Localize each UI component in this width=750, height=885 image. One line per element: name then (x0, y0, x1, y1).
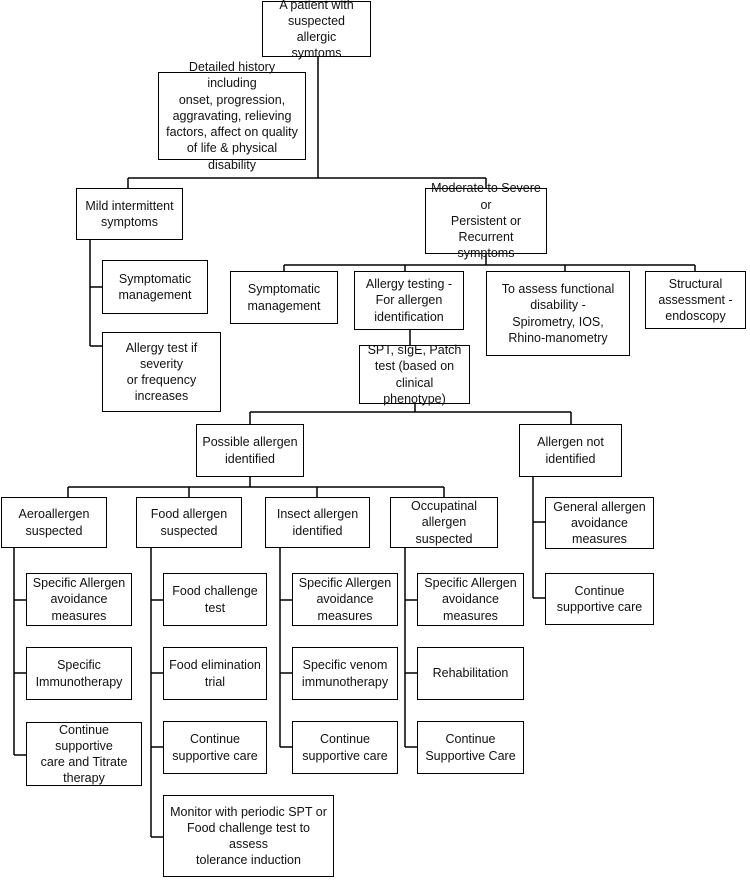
structural-assessment-node: Structural assessment - endoscopy (645, 271, 746, 329)
continue-supportive-care-node: Continue supportive care (545, 573, 654, 625)
aeroallergen-node: Aeroallergen suspected (1, 497, 107, 548)
insect-specific-avoidance-node: Specific Allergen avoidance measures (292, 573, 398, 626)
aero-specific-avoidance-node: Specific Allergen avoidance measures (26, 573, 132, 626)
occ-specific-avoidance-node: Specific Allergen avoidance measures (417, 573, 524, 626)
mild-allergy-test-node: Allergy test if severity or frequency in… (102, 332, 221, 412)
occ-rehabilitation-node: Rehabilitation (417, 647, 524, 700)
food-challenge-node: Food challenge test (163, 573, 267, 626)
possible-allergen-node: Possible allergen identified (196, 424, 304, 477)
allergy-testing-node: Allergy testing - For allergen identific… (354, 271, 464, 330)
symptomatic-management-node: Symptomatic management (230, 271, 338, 324)
occupational-allergen-node: Occupatinal allergen suspected (390, 497, 498, 548)
food-monitor-node: Monitor with periodic SPT or Food challe… (163, 795, 334, 877)
mild-symptoms-node: Mild intermittent symptoms (76, 188, 183, 240)
food-continue-supportive-node: Continue supportive care (163, 721, 267, 774)
aero-continue-supportive-node: Continue supportive care and Titrate the… (26, 722, 142, 786)
root-node: A patient with suspected allergic symtom… (262, 0, 371, 60)
spt-sige-patch-node: SPT, sIgE, Patch test (based on clinical… (359, 343, 470, 406)
food-allergen-node: Food allergen suspected (136, 497, 242, 548)
moderate-severe-node: Moderate to Severe or Persistent or Recu… (425, 181, 547, 260)
mild-symptomatic-management-node: Symptomatic management (102, 260, 208, 314)
allergen-not-identified-node: Allergen not identified (519, 424, 622, 477)
occ-continue-supportive-node: Continue Supportive Care (417, 721, 524, 774)
history-node: Detailed history including onset, progre… (158, 60, 306, 172)
insect-continue-supportive-node: Continue supportive care (292, 721, 398, 774)
functional-disability-node: To assess functional disability - Spirom… (486, 271, 630, 356)
insect-venom-immunotherapy-node: Specific venom immunotherapy (292, 647, 398, 700)
aero-specific-immunotherapy-node: Specific Immunotherapy (26, 647, 132, 700)
insect-allergen-node: Insect allergen identified (265, 497, 370, 548)
general-avoidance-node: General allergen avoidance measures (545, 497, 654, 549)
food-elimination-node: Food elimination trial (163, 647, 267, 700)
